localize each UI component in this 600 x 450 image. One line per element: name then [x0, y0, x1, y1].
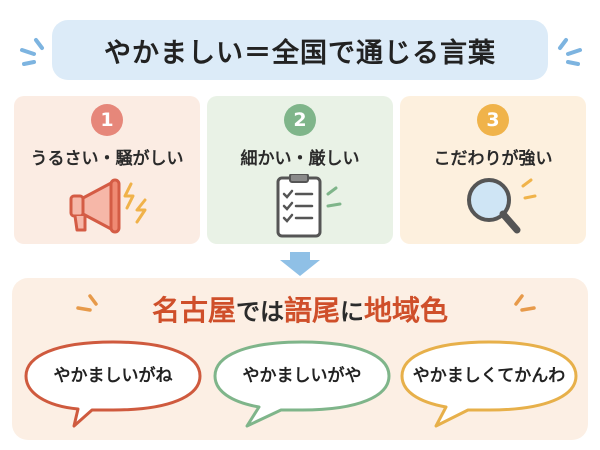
bubble-text: やかましくてかんわ: [412, 366, 566, 386]
headline: 名古屋では語尾に地域色: [12, 289, 588, 329]
number-badge: 1: [91, 104, 123, 136]
left-sparkle-icon: [20, 38, 44, 66]
down-arrow-icon: [280, 252, 320, 276]
bubble-text: やかましいがや: [242, 366, 362, 386]
card-label: こだわりが強い: [433, 149, 553, 169]
meaning-card-2: 2 細かい・厳しい: [207, 96, 393, 244]
meaning-card-1: 1 うるさい・騒がしい: [14, 96, 200, 244]
headline-keyword: 地域色: [364, 294, 449, 327]
card-label: うるさい・騒がしい: [30, 149, 184, 169]
clipboard-checklist-icon: [276, 174, 342, 238]
speech-bubble-shape: [24, 340, 202, 428]
speech-bubble-2: やかましいがや: [209, 336, 395, 432]
speech-bubble-shape: [400, 340, 578, 428]
speech-bubble-1: やかましいがね: [20, 336, 206, 432]
meaning-card-3: 3 こだわりが強い: [400, 96, 586, 244]
left-accent-icon: [76, 294, 98, 312]
number-badge: 3: [477, 104, 509, 136]
magnifier-icon: [467, 178, 537, 234]
headline-place: 名古屋: [151, 294, 236, 327]
title-banner: やかましい＝全国で通じる言葉: [52, 20, 548, 80]
number-badge: 2: [284, 104, 316, 136]
right-sparkle-icon: [558, 38, 582, 66]
right-accent-icon: [514, 294, 536, 312]
bubble-text: やかましいがね: [53, 366, 173, 386]
page-title: やかましい＝全国で通じる言葉: [104, 37, 496, 69]
card-label: 細かい・厳しい: [240, 149, 360, 169]
headline-particle: に: [340, 298, 364, 326]
dialect-panel: 名古屋では語尾に地域色 やかましいがね やかましいがや やかましくてかんわ: [12, 278, 588, 440]
speech-bubble-shape: [213, 340, 391, 428]
megaphone-icon: [69, 178, 147, 234]
speech-bubble-3: やかましくてかんわ: [396, 336, 582, 432]
headline-keyword: 語尾: [283, 294, 340, 327]
headline-particle: では: [235, 298, 284, 326]
